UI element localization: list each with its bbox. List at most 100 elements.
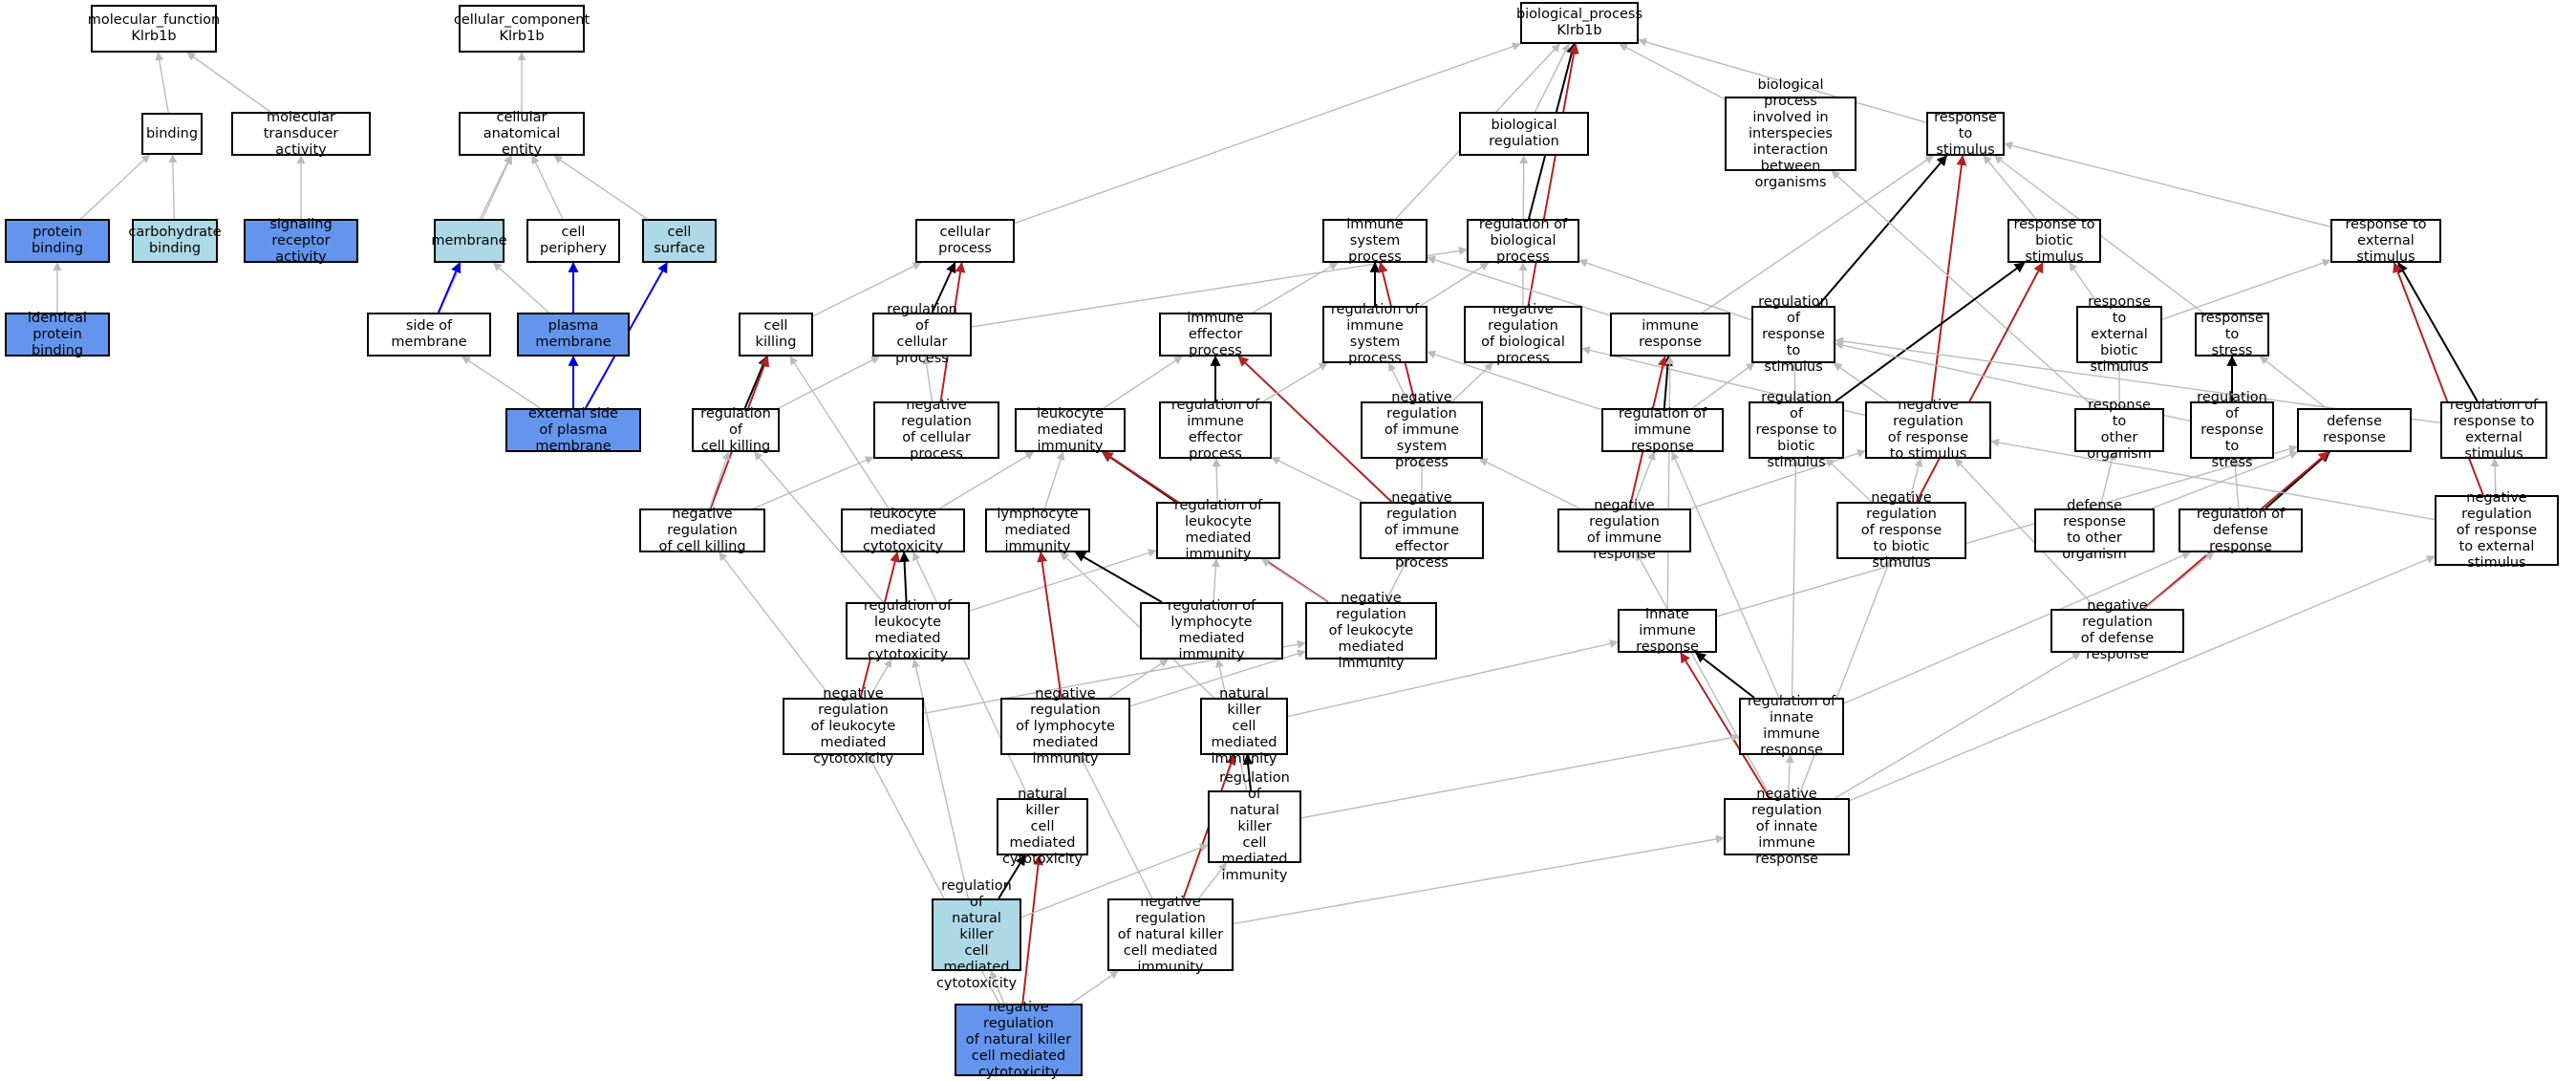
go-term-binding: binding (141, 113, 203, 155)
go-term-label: regulation of response to external stimu… (2449, 398, 2539, 462)
edge-negregleukimm-to-regleukimm (1260, 558, 1328, 603)
edge-negregimmeff-to-immeff (1237, 356, 1393, 503)
go-term-regdef: regulation of defense response (2179, 506, 2303, 554)
edge-lymphimm-to-leukimm (1043, 451, 1065, 509)
go-term-cellproc: cellular process (915, 219, 1015, 263)
go-term-negregdef: negative regulation of defense response (2050, 598, 2184, 662)
edge-regnkimm-to-nkimm (1242, 753, 1254, 791)
go-term-bp: biological_process Klrb1b (1516, 2, 1642, 44)
go-term-negregimmeff: negative regulation of immune effector p… (1360, 490, 1484, 571)
go-term-regimmeff: regulation of immune effector process (1159, 398, 1272, 462)
edge-negregnkimm-to-negreglymphimm (1079, 754, 1153, 899)
edge-reginnate-to-regdef (1843, 551, 2192, 704)
edge-negregimmsys-to-negregbio (1451, 362, 1493, 402)
edge-regrbiotic-to-regrstim (1790, 362, 1799, 402)
edge-negregnkcyto-to-nkcyto (1021, 854, 1043, 1005)
edge-regimmresp-to-regimmsys (1427, 350, 1602, 411)
go-term-regnkcyto: regulation of natural killer cell mediat… (932, 878, 1021, 991)
edge-regrstim-to-rstim (1816, 155, 1948, 307)
go-term-label: biological_process Klrb1b (1515, 7, 1643, 38)
go-term-negregleukimm: negative regulation of leukocyte mediate… (1305, 591, 1437, 671)
edge-extside-to-sidemem (461, 356, 541, 409)
edge-negregrstim-to-rstim (1930, 154, 1967, 402)
edge-regrext-to-rext (2397, 262, 2479, 402)
edge-plasmem-to-membrane (492, 262, 549, 313)
edge-regimmsys-to-regbio (1420, 262, 1490, 307)
edge-regcellproc-to-cellproc (931, 262, 956, 313)
go-term-label: regulation of biological process (1478, 216, 1568, 265)
edge-negreginnate-to-negregrbiotic (1796, 558, 1892, 799)
go-term-label: regulation of leukocyte mediated cytotox… (863, 598, 953, 662)
go-term-label: regulation of immune system process (1330, 302, 1420, 366)
go-term-negreglymphimm: negative regulation of lymphocyte mediat… (1000, 686, 1130, 767)
edge-reglymphimm-to-lymphimm (1074, 551, 1163, 603)
edge-regleukcyto-to-leukcyto (899, 551, 911, 603)
edge-negregrbiotic-to-regrbiotic (1825, 458, 1873, 503)
go-term-label: negative regulation of leukocyte mediate… (810, 685, 896, 767)
go-term-lymphimm: lymphocyte mediated immunity (985, 507, 1090, 554)
go-term-label: regulation of natural killer cell mediat… (935, 877, 1018, 991)
go-term-label: negative regulation of immune system pro… (1384, 389, 1460, 470)
edge-regrstim-to-regbio (1578, 258, 1752, 321)
go-term-leukimm: leukocyte mediated immunity (1015, 405, 1126, 454)
go-term-label: negative regulation of biological proces… (1481, 302, 1565, 366)
go-term-label: cell killing (755, 318, 797, 350)
edge-innate-to-defresp (1716, 444, 2298, 617)
go-term-label: membrane (431, 232, 507, 249)
edge-defresp-to-rstress (2259, 356, 2327, 409)
go-term-regrstim: regulation of response to stimulus (1751, 294, 1835, 375)
go-term-rstim: response to stimulus (1926, 109, 2005, 158)
go-term-label: regulation of defense response (2196, 506, 2286, 554)
edge-regdef-to-regrstress (2230, 458, 2240, 509)
go-term-defother: defense response to other organism (2034, 498, 2155, 562)
go-term-negregimmsys: negative regulation of immune system pro… (1361, 390, 1483, 470)
edge-cellper-to-cae (531, 155, 564, 220)
edge-reginnate-to-innate (1695, 652, 1755, 699)
go-term-sigrec: signaling receptor activity (244, 217, 358, 265)
go-term-label: plasma membrane (535, 318, 612, 350)
go-term-label: natural killer cell mediated cytotoxicit… (1001, 786, 1084, 867)
edge-regrbiotic-to-rbiotic (1835, 262, 2026, 402)
go-term-regrext: regulation of response to external stimu… (2440, 398, 2547, 462)
edge-rext-to-rstim (2004, 141, 2331, 227)
go-term-label: regulation of leukocyte mediated immunit… (1173, 498, 1263, 562)
go-term-label: cellular process (938, 225, 992, 256)
edge-negregnkimm-to-regnkimm (1198, 862, 1227, 899)
go-term-label: regulation of response to stimulus (1758, 293, 1829, 375)
go-term-plasmem: plasma membrane (517, 313, 630, 357)
edge-regleukcyto-to-regleukimm (969, 549, 1157, 612)
go-term-sidemem: side of membrane (367, 313, 491, 357)
go-term-regcellproc: regulation of cellular process (872, 302, 972, 366)
go-term-label: negative regulation of immune response (1586, 498, 1663, 562)
go-term-label: cell surface (654, 225, 705, 256)
edge-regleukimm-to-regimmeff (1212, 458, 1221, 503)
go-term-rbiotic: response to biotic stimulus (2007, 217, 2101, 265)
go-term-label: negative regulation of cell killing (658, 506, 746, 554)
go-term-label: negative regulation of response to exter… (2456, 489, 2538, 571)
edge-rbiotic-to-rstim (1983, 155, 2037, 220)
go-term-label: molecular_function Klrb1b (87, 12, 221, 44)
go-term-label: regulation of cell killing (700, 405, 771, 454)
go-term-label: leukocyte mediated immunity (1036, 405, 1105, 454)
go-term-label: negative regulation of defense response (2080, 598, 2155, 662)
go-term-rext: response to external stimulus (2330, 217, 2441, 265)
edge-negregimmresp-to-negregimmsys (1478, 458, 1580, 509)
go-term-regcellkill: regulation of cell killing (692, 405, 780, 454)
go-term-label: negative regulation of natural killer ce… (1117, 894, 1224, 975)
edge-negreginnate-to-negregdef (1835, 652, 2081, 799)
edge-protbind-to-binding (80, 154, 151, 220)
go-term-negregimmresp: negative regulation of immune response (1557, 498, 1691, 562)
edge-negregnkcyto-to-negregnkimm (1070, 970, 1119, 1005)
go-term-immeff: immune effector process (1159, 311, 1272, 358)
edge-regrstress-to-regrstim (1835, 340, 2191, 422)
go-term-label: innate immune response (1636, 606, 1699, 655)
edge-immresp-to-immsys (1427, 255, 1611, 316)
go-term-label: immune response (1639, 318, 1702, 350)
go-term-label: response to other organism (2087, 398, 2152, 462)
edge-bioreg-to-bp (1534, 43, 1570, 113)
edge-negreginnate-to-negregrext (1849, 555, 2436, 802)
edge-regimmresp-to-regrstim (1692, 362, 1755, 409)
go-term-label: response to stimulus (1934, 109, 1997, 158)
go-term-label: biological process involved in interspec… (1749, 76, 1833, 190)
